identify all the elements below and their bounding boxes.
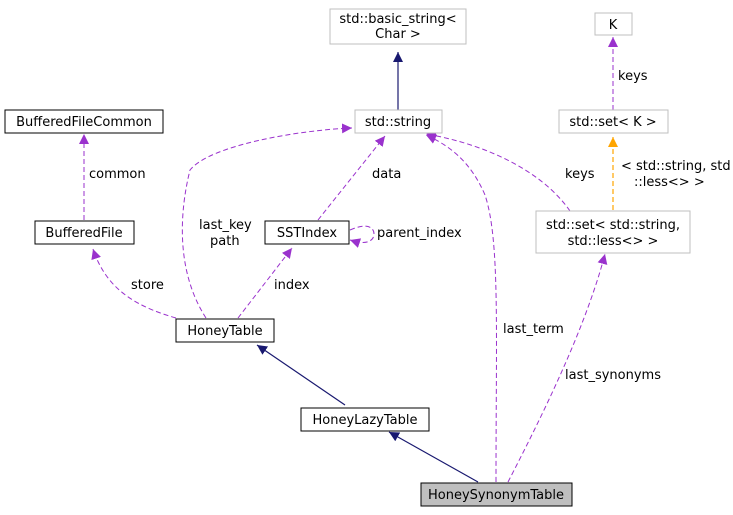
edge-label-common: common [89,167,146,182]
edge-label-index: index [274,278,310,293]
node-buffered-file-common-label: BufferedFileCommon [16,115,152,130]
node-set-k-label: std::set< K > [569,115,656,130]
node-sst-index-label: SSTIndex [277,226,338,241]
edge-labels-layer: keys common data keys < std::string, std… [89,69,731,383]
node-k[interactable]: K [594,12,633,36]
edge-label-template-args-line-1: < std::string, std [621,159,731,174]
node-set-string-label-line-1: std::set< std::string, [546,218,680,233]
node-basic-string[interactable]: std::basic_string< Char > [329,8,467,45]
node-honey-lazy-table-label: HoneyLazyTable [312,413,417,428]
edge-label-parent-index: parent_index [377,226,462,241]
edge-label-template-args-line-2: ::less<> > [634,175,705,190]
node-honey-synonym-table-label: HoneySynonymTable [428,488,564,503]
edge-label-last-term: last_term [503,322,564,337]
usage-edge-synonym-last-term [425,134,497,483]
edge-label-keys-string: keys [565,167,595,182]
edges-layer [79,37,618,483]
node-honey-lazy-table[interactable]: HoneyLazyTable [300,407,430,432]
node-std-string[interactable]: std::string [354,109,443,134]
usage-edge-set-string-keys [425,130,571,212]
nodes-layer: std::basic_string< Char > K std::string … [4,8,691,507]
edge-label-last-key: last_key [199,218,252,233]
node-honey-table[interactable]: HoneyTable [175,318,275,343]
node-honey-synonym-table[interactable]: HoneySynonymTable [420,482,573,507]
node-set-string-label-line-2: std::less<> > [568,234,659,249]
node-basic-string-label-line-1: std::basic_string< [339,12,456,27]
usage-edge-honey-table-store [91,248,177,319]
edge-label-last-synonyms: last_synonyms [565,368,661,383]
node-basic-string-label-line-2: Char > [375,27,421,42]
edge-label-store: store [131,278,164,293]
node-k-label: K [609,18,618,33]
usage-edge-sst-index-data [317,135,386,221]
usage-edge-honey-table-last-key-path [181,123,353,319]
node-set-k[interactable]: std::set< K > [558,109,669,134]
node-honey-table-label: HoneyTable [187,324,262,339]
node-buffered-file[interactable]: BufferedFile [34,220,135,245]
inheritance-edge-synonym-to-lazy [388,431,479,483]
node-set-string[interactable]: std::set< std::string, std::less<> > [535,210,691,254]
node-buffered-file-label: BufferedFile [45,226,122,241]
node-sst-index[interactable]: SSTIndex [264,220,350,245]
usage-edge-synonym-last-synonyms [507,253,608,483]
edge-label-path: path [210,234,240,249]
edge-label-keys-k: keys [618,69,648,84]
node-buffered-file-common[interactable]: BufferedFileCommon [4,109,164,134]
usage-edge-honey-table-index [237,247,293,319]
usage-edge-sst-index-parent-index [349,225,375,248]
node-std-string-label: std::string [365,115,431,130]
inheritance-edge-lazy-to-honey-table [256,344,346,406]
edge-label-data: data [372,167,401,182]
